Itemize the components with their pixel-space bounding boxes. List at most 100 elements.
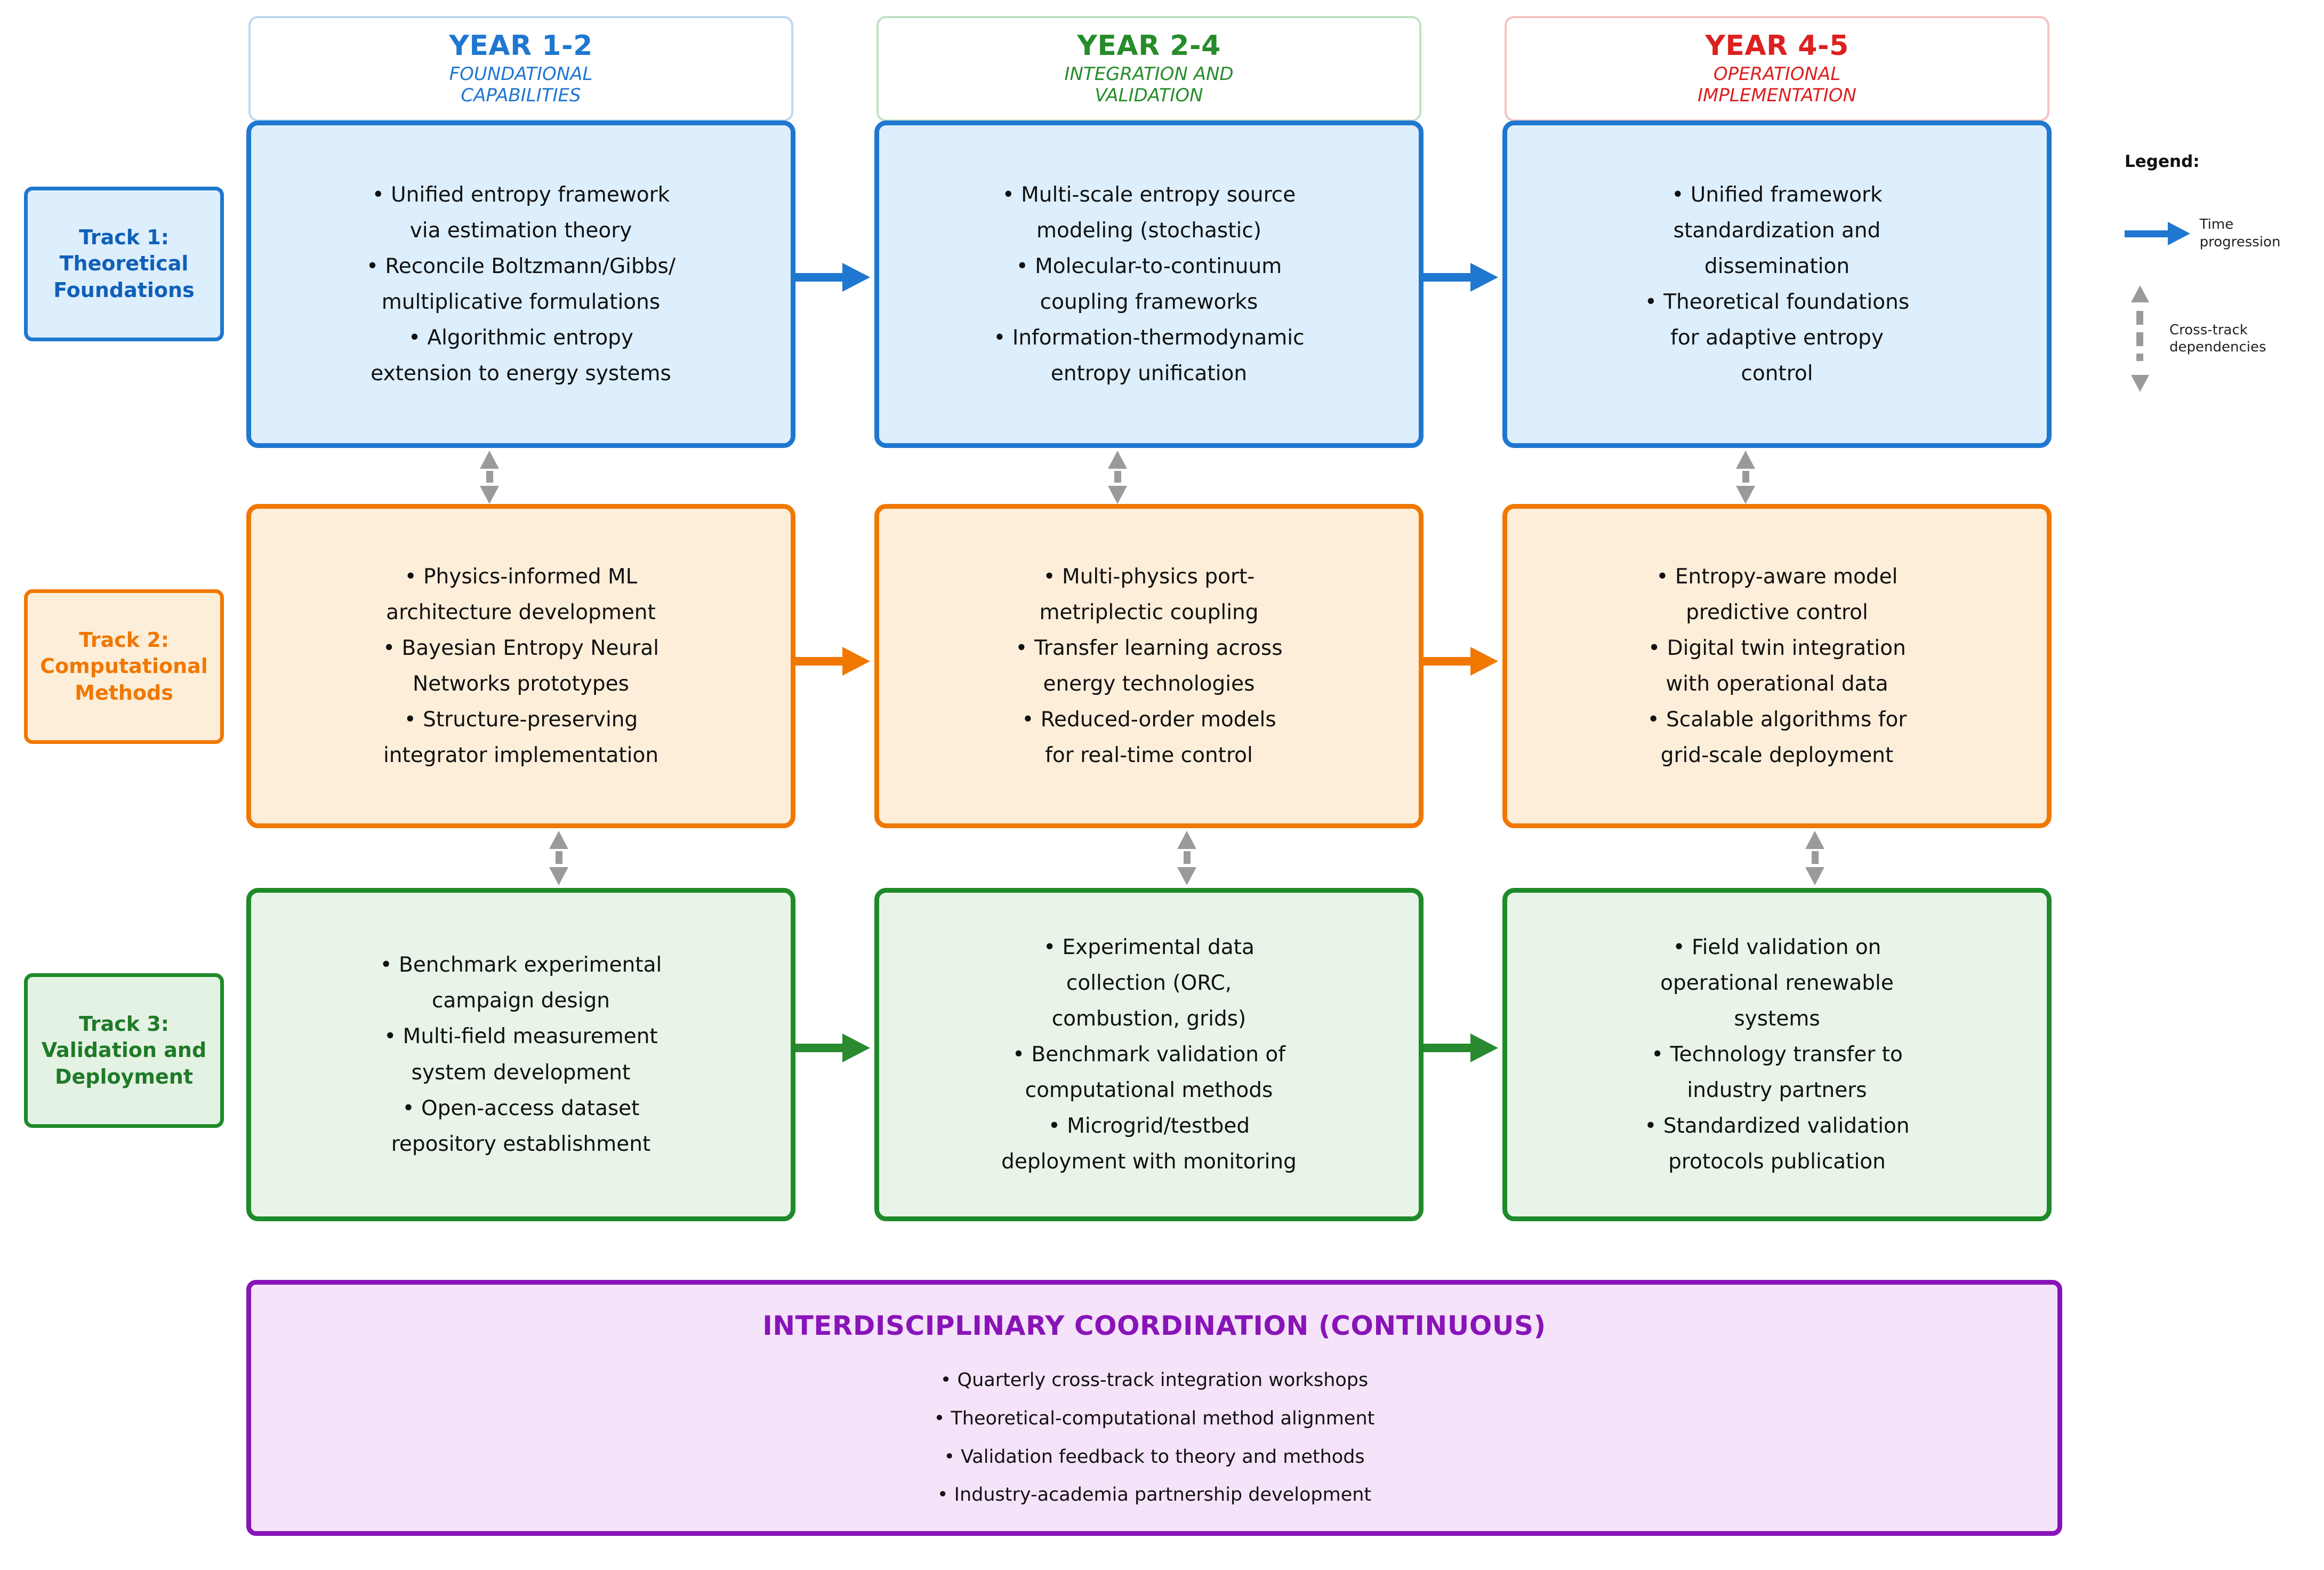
cell-track3-year4-5: • Field validation on operational renewab… <box>1502 888 2052 1221</box>
cell-bullet-line: • Open-access dataset <box>402 1096 640 1120</box>
phase-title: YEAR 1-2 <box>449 29 593 62</box>
cell-bullet-line: • Microgrid/testbed <box>1048 1114 1250 1139</box>
cross-track-dependency-arrow-icon <box>2125 285 2156 392</box>
phase-title: YEAR 4-5 <box>1705 29 1849 62</box>
cell-bullet-line: • Benchmark experimental <box>380 953 662 978</box>
cell-bullet-line: • Information-thermodynamic <box>993 326 1305 350</box>
cell-bullet-line: deployment with monitoring <box>1001 1150 1297 1174</box>
cell-track1-year4-5: • Unified framework standardization and di… <box>1502 121 2052 448</box>
cell-bullet-line: standardization and <box>1673 218 1881 243</box>
cell-bullet-line: • Entropy-aware model <box>1656 564 1898 589</box>
cell-bullet-line: • Experimental data <box>1043 935 1255 959</box>
cell-bullet-line: system development <box>411 1060 631 1085</box>
interdisciplinary-coordination-banner: INTERDISCIPLINARY COORDINATION (CONTINUO… <box>246 1280 2062 1536</box>
cell-bullet-line: • Molecular-to-continuum <box>1016 254 1282 278</box>
cross-track-dependency-arrow-icon-c2-r12 <box>1799 831 1831 885</box>
cross-track-dependency-arrow-icon-c0-r01 <box>473 451 505 504</box>
time-arrow-icon-track2-1 <box>795 647 870 676</box>
legend-item-time-progression: Time progression <box>2125 216 2317 251</box>
cell-bullet-line: coupling frameworks <box>1040 290 1258 314</box>
time-arrow-icon-track3-1 <box>795 1034 870 1062</box>
cell-track3-year1-2: • Benchmark experimental campaign design •… <box>246 888 795 1221</box>
cross-track-dependency-arrow-icon-c0-r12 <box>543 831 575 885</box>
cell-bullet-line: systems <box>1734 1006 1820 1031</box>
coordination-title: INTERDISCIPLINARY COORDINATION (CONTINUO… <box>762 1310 1546 1341</box>
cell-bullet-line: • Unified framework <box>1671 182 1883 207</box>
cell-bullet-line: campaign design <box>431 989 610 1013</box>
time-arrow-icon <box>2125 221 2190 245</box>
cross-track-dependency-arrow-icon-c1-r12 <box>1171 831 1203 885</box>
cell-bullet-line: for real-time control <box>1045 743 1253 768</box>
legend-title: Legend: <box>2125 152 2200 171</box>
cell-bullet-line: • Structure-preserving <box>404 708 638 732</box>
cell-bullet-line: energy technologies <box>1043 672 1255 696</box>
time-arrow-icon-track1-1 <box>795 263 870 292</box>
cell-track1-year1-2: • Unified entropy framework via estimatio… <box>246 121 795 448</box>
cell-bullet-line: predictive control <box>1686 600 1868 624</box>
cell-bullet-line: • Reconcile Boltzmann/Gibbs/ <box>366 254 676 278</box>
time-arrow-icon-track3-2 <box>1424 1034 1498 1062</box>
cell-bullet-line: • Multi-field measurement <box>384 1024 658 1049</box>
cell-bullet-line: grid-scale deployment <box>1660 743 1894 768</box>
coordination-item: • Validation feedback to theory and meth… <box>944 1446 1365 1468</box>
cell-bullet-line: computational methods <box>1025 1078 1273 1103</box>
coordination-item: • Quarterly cross-track integration work… <box>940 1369 1369 1391</box>
cell-bullet-line: operational renewable <box>1660 971 1894 995</box>
cell-bullet-line: • Transfer learning across <box>1015 636 1283 660</box>
cell-bullet-line: multiplicative formulations <box>381 290 661 314</box>
cell-bullet-line: • Standardized validation <box>1644 1114 1910 1139</box>
cell-track1-year2-4: • Multi-scale entropy source modeling (st… <box>874 121 1424 448</box>
cell-bullet-line: via estimation theory <box>409 218 632 243</box>
cross-track-dependency-arrow-icon-c1-r01 <box>1101 451 1133 504</box>
cell-bullet-line: integrator implementation <box>383 743 659 768</box>
cell-bullet-line: • Field validation on <box>1672 935 1881 959</box>
cell-bullet-line: • Benchmark validation of <box>1012 1042 1285 1067</box>
cell-bullet-line: protocols publication <box>1668 1150 1886 1174</box>
cell-bullet-line: entropy unification <box>1050 362 1248 386</box>
cell-bullet-line: • Algorithmic entropy <box>408 326 633 350</box>
cell-bullet-line: control <box>1741 362 1813 386</box>
cell-bullet-line: • Reduced-order models <box>1022 708 1276 732</box>
cell-bullet-line: combustion, grids) <box>1051 1006 1247 1031</box>
cell-bullet-line: Networks prototypes <box>413 672 629 696</box>
cell-track2-year2-4: • Multi-physics port-metriplectic coupli… <box>874 504 1424 828</box>
cell-bullet-line: • Unified entropy framework <box>372 182 670 207</box>
cross-track-dependency-arrow-icon-c2-r01 <box>1730 451 1762 504</box>
cell-bullet-line: • Multi-scale entropy source <box>1002 182 1296 207</box>
coordination-item: • Theoretical-computational method align… <box>934 1407 1375 1429</box>
cell-bullet-line: • Technology transfer to <box>1651 1042 1903 1067</box>
cell-bullet-line: repository establishment <box>391 1132 651 1156</box>
cell-bullet-line: for adaptive entropy <box>1670 326 1884 350</box>
cell-track2-year4-5: • Entropy-aware model predictive control •… <box>1502 504 2052 828</box>
cell-bullet-line: • Bayesian Entropy Neural <box>383 636 659 660</box>
coordination-item: • Industry-academia partnership developm… <box>937 1484 1372 1506</box>
cell-bullet-line: with operational data <box>1666 672 1888 696</box>
cell-bullet-line: architecture development <box>386 600 656 624</box>
cell-bullet-line: • Multi-physics port- <box>1043 564 1255 589</box>
cell-bullet-line: • Digital twin integration <box>1648 636 1906 660</box>
cell-bullet-line: modeling (stochastic) <box>1036 218 1261 243</box>
cell-bullet-line: extension to energy systems <box>371 362 671 386</box>
cell-bullet-line: dissemination <box>1704 254 1850 278</box>
time-arrow-icon-track2-2 <box>1424 647 1498 676</box>
cell-bullet-line: collection (ORC, <box>1066 971 1232 995</box>
coordination-items: • Quarterly cross-track integration work… <box>934 1361 1375 1515</box>
time-arrow-icon-track1-2 <box>1424 263 1498 292</box>
cell-bullet-line: • Scalable algorithms for <box>1647 708 1907 732</box>
